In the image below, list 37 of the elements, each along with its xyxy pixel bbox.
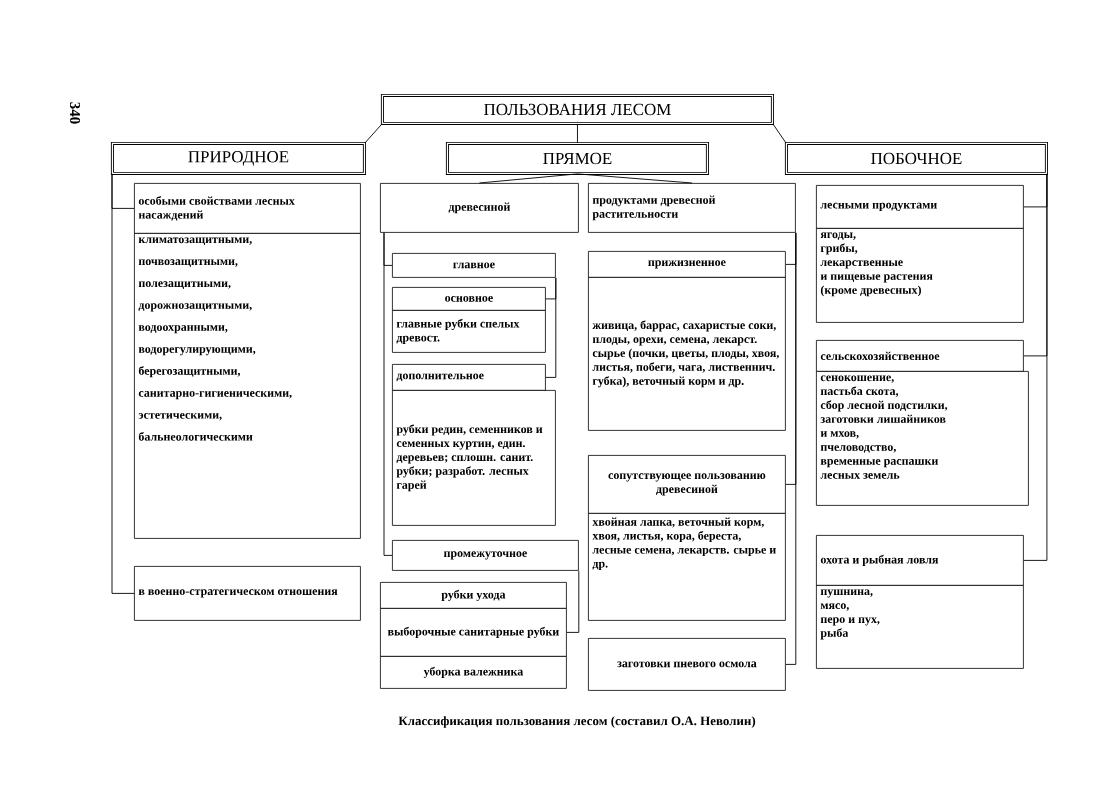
heading-box: в военно-стратегическом отношения (134, 566, 361, 621)
connector-line (383, 232, 393, 556)
category-box: ПРИРОДНОЕ (110, 141, 366, 175)
connector-line (545, 277, 557, 378)
connector-line (364, 123, 383, 144)
list-box: хвойная лапка, веточный корм, хвоя, листья, кора, береста, лесные семена, лекарств. сырье и др. (588, 513, 786, 621)
heading-box: промежуточное (392, 540, 579, 571)
heading-box: продуктами древесной растительности (588, 183, 796, 233)
heading-box: главное (392, 253, 556, 278)
page-number: 340 (69, 102, 81, 124)
connector-line (1023, 173, 1048, 561)
heading-box: основное (392, 287, 546, 311)
heading-box: сельскохозяйственное (816, 340, 1024, 372)
connector-line (577, 123, 578, 144)
connector-line (478, 173, 578, 184)
connector-line (785, 232, 797, 665)
heading-box: охота и рыбная ловля (816, 535, 1024, 586)
heading-box: выборочные санитарные рубки (380, 608, 567, 657)
heading-box: заготовки пневого осмола (588, 638, 786, 691)
category-box: ПРЯМОЕ (445, 141, 709, 175)
heading-box: лесными продуктами (816, 185, 1024, 229)
connector-line (566, 570, 580, 633)
list-box: главные рубки спелых древост. (392, 310, 546, 353)
category-box: ПОЛЬЗОВАНИЯ ЛЕСОМ (380, 93, 774, 125)
heading-box: сопутствующее пользованию древесиной (588, 455, 786, 514)
heading-box: уборка валежника (380, 656, 567, 689)
heading-box: дополнительное (392, 364, 546, 391)
heading-box: особыми свойствами лесных насаждений (134, 183, 361, 234)
category-box: ПОБОЧНОЕ (784, 141, 1048, 175)
list-box: пушнина, мясо, перо и пух, рыба (816, 585, 1024, 669)
connector-line (577, 173, 693, 184)
connector-line (772, 123, 787, 144)
caption: Классификация пользования лесом (составил О.А. Неволин) (398, 716, 756, 728)
connector-line (111, 173, 135, 594)
heading-box: прижизненное (588, 251, 786, 278)
heading-box: древесиной (380, 183, 579, 233)
heading-box: рубки ухода (380, 582, 567, 609)
